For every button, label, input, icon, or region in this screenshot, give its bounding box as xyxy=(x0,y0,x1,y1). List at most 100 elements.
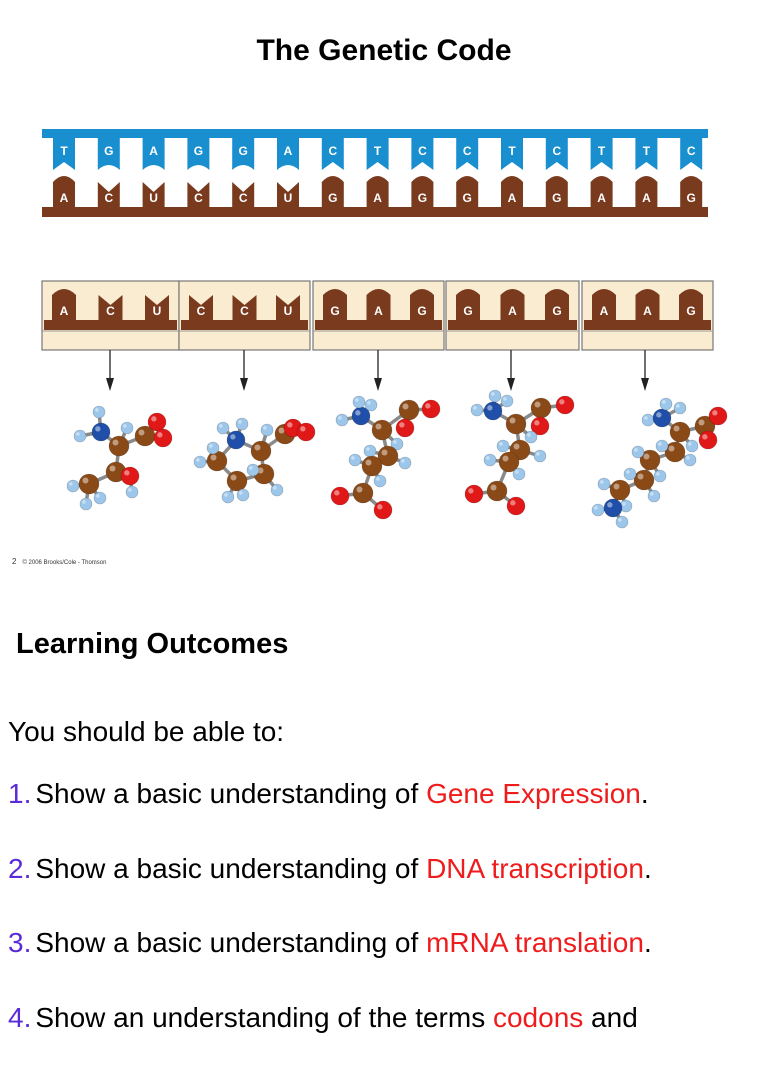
atom-highlight xyxy=(487,405,492,410)
atom-highlight xyxy=(157,432,162,437)
base-letter: G xyxy=(328,191,337,205)
base-letter: G xyxy=(687,191,696,205)
atom-highlight xyxy=(249,466,253,470)
atom-highlight xyxy=(425,403,430,408)
hydrogen-atom xyxy=(336,414,348,426)
arrow-head xyxy=(641,378,649,391)
atom-highlight xyxy=(491,485,497,491)
atom-highlight xyxy=(287,422,292,427)
hydrogen-atom xyxy=(674,402,686,414)
atom-highlight xyxy=(76,432,80,436)
base-letter: A xyxy=(642,191,651,205)
arrow-head xyxy=(106,378,114,391)
base-letter: U xyxy=(153,304,162,318)
outcome-item: 1.Show a basic understanding of Gene Exp… xyxy=(8,778,768,853)
nitrogen-atom xyxy=(92,423,110,441)
atom-highlight xyxy=(674,426,680,432)
base-letter: C xyxy=(687,144,696,158)
atom-highlight xyxy=(514,444,520,450)
outcome-item: 4.Show an understanding of the terms cod… xyxy=(8,1002,768,1076)
atom-highlight xyxy=(607,502,612,507)
atom-highlight xyxy=(351,456,355,460)
base-letter: C xyxy=(106,304,115,318)
page-title: The Genetic Code xyxy=(0,34,768,68)
down-arrow xyxy=(507,350,515,391)
hydrogen-atom xyxy=(624,468,636,480)
hydrogen-atom xyxy=(648,490,660,502)
atom-highlight xyxy=(401,459,405,463)
atom-highlight xyxy=(594,506,598,510)
atom-highlight xyxy=(96,494,100,498)
oxygen-atom xyxy=(374,501,392,519)
atom-highlight xyxy=(230,434,235,439)
hydrogen-atom xyxy=(217,422,229,434)
atom-highlight xyxy=(110,466,116,472)
atom-highlight xyxy=(366,460,372,466)
atom-highlight xyxy=(486,456,490,460)
oxygen-atom xyxy=(331,487,349,505)
atom-highlight xyxy=(219,424,223,428)
atom-highlight xyxy=(83,478,89,484)
codon-backbone xyxy=(315,320,442,330)
atom-highlight xyxy=(676,404,680,408)
base-letter: G xyxy=(330,304,339,318)
atom-highlight xyxy=(702,434,707,439)
atom-highlight xyxy=(123,424,127,428)
hydrogen-atom xyxy=(261,424,273,436)
hydrogen-atom xyxy=(67,480,79,492)
hydrogen-atom xyxy=(74,430,86,442)
atom-highlight xyxy=(634,448,638,452)
base-letter: G xyxy=(194,144,203,158)
base-letter: A xyxy=(149,144,158,158)
carbon-atom xyxy=(251,441,271,461)
atom-highlight xyxy=(124,470,129,475)
base-letter: A xyxy=(373,191,382,205)
atom-highlight xyxy=(618,518,622,522)
hydrogen-atom xyxy=(684,454,696,466)
base-letter: C xyxy=(328,144,337,158)
atom-highlight xyxy=(534,420,539,425)
base-letter: U xyxy=(284,191,293,205)
hydrogen-atom xyxy=(686,440,698,452)
hydrogen-atom xyxy=(660,398,672,410)
hydrogen-atom xyxy=(513,468,525,480)
base-letter: G xyxy=(417,304,426,318)
base-letter: C xyxy=(239,191,248,205)
carbon-atom xyxy=(531,398,551,418)
copyright-note: 2© 2006 Brooks/Cole - Thomson xyxy=(12,557,106,566)
base-letter: A xyxy=(60,304,69,318)
oxygen-atom xyxy=(297,423,315,441)
atom-highlight xyxy=(499,442,503,446)
atom-highlight xyxy=(662,400,666,404)
nitrogen-atom xyxy=(227,431,245,449)
atom-highlight xyxy=(503,456,509,462)
outcome-highlight: Gene Expression xyxy=(426,778,641,809)
hydrogen-atom xyxy=(642,414,654,426)
oxygen-atom xyxy=(465,485,483,503)
hydrogen-atom xyxy=(237,489,249,501)
atom-highlight xyxy=(644,416,648,420)
hydrogen-atom xyxy=(489,390,501,402)
atom-highlight xyxy=(658,442,662,446)
atom-highlight xyxy=(239,491,243,495)
hydrogen-atom xyxy=(399,457,411,469)
atom-highlight xyxy=(95,426,100,431)
atom-highlight xyxy=(263,426,267,430)
hydrogen-atom xyxy=(207,442,219,454)
hydrogen-atom xyxy=(80,498,92,510)
atom-highlight xyxy=(273,486,277,490)
down-arrow xyxy=(641,350,649,391)
base-letter: A xyxy=(60,191,69,205)
base-letter: G xyxy=(552,191,561,205)
atom-highlight xyxy=(650,492,654,496)
hydrogen-atom xyxy=(632,446,644,458)
atom-highlight xyxy=(128,488,132,492)
atom-highlight xyxy=(95,408,99,412)
hydrogen-atom xyxy=(365,399,377,411)
atom-highlight xyxy=(536,452,540,456)
